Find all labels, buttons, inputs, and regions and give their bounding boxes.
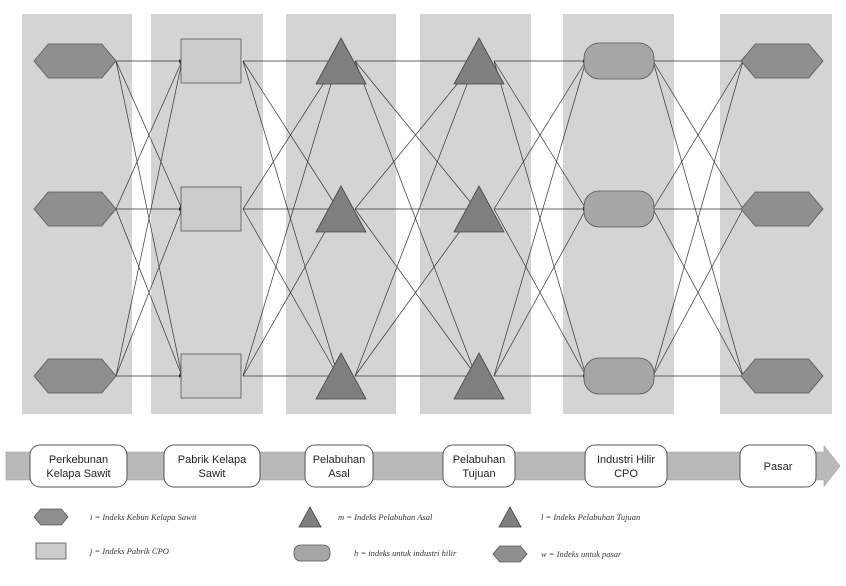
legend-text: m = Indeks Pelabuhan Asal — [338, 512, 433, 522]
mill-node-3 — [180, 353, 242, 399]
stage-box-frame — [584, 444, 668, 488]
stage-box-frame — [29, 444, 128, 488]
flow-arrow — [5, 445, 841, 487]
market-node-2 — [740, 191, 824, 227]
downstream-industry-node-1 — [583, 42, 655, 80]
legend-symbol-rounded — [293, 544, 331, 562]
origin-port-node-1 — [315, 37, 367, 85]
legend-symbol-triangle — [298, 506, 322, 528]
origin-port-node-3 — [315, 352, 367, 400]
stage-label-plantation: Kelapa Sawit — [46, 468, 110, 480]
legend-item-2: j = Indeks Pabrik CPO — [35, 542, 169, 560]
stage-box-frame — [163, 444, 261, 488]
downstream-industry-node-2 — [583, 190, 655, 228]
edge-downstream-industry-to-market — [652, 60, 744, 377]
legend-text: j = Indeks Pabrik CPO — [89, 546, 169, 556]
legend-item-3: m = Indeks Pelabuhan Asal — [298, 506, 433, 528]
destination-port-node-3 — [453, 352, 505, 400]
plantation-node-1 — [33, 43, 117, 79]
legend-symbol-hexagon — [33, 508, 69, 526]
downstream-industry-node-3 — [583, 357, 655, 395]
market-node-3 — [740, 358, 824, 394]
legend-text: h = indeks untuk industri hilir — [354, 548, 457, 558]
origin-port-node-2 — [315, 185, 367, 233]
mill-node-2 — [180, 186, 242, 232]
destination-port-node-2 — [453, 185, 505, 233]
legend-text: w = Indeks untuk pasar — [541, 549, 622, 559]
stage-label-mill: Sawit — [199, 468, 226, 480]
edge-mill-to-origin-port — [242, 60, 339, 210]
plantation-node-2 — [33, 191, 117, 227]
stage-box-frame — [304, 444, 374, 488]
legend-symbol-square — [35, 542, 67, 560]
legend-item-1: i = Indeks Kebun Kelapa Sawit — [33, 508, 197, 526]
mill-node-1 — [180, 38, 242, 84]
edge-mill-to-origin-port — [242, 60, 339, 377]
edge-origin-port-to-destination-port — [354, 208, 477, 377]
legend-symbol-triangle — [498, 506, 522, 528]
legend-item-5: l = Indeks Pelabuhan Tujuan — [498, 506, 640, 528]
stage-label-destination-port: Pelabuhan — [453, 454, 506, 466]
stage-label-downstream-industry: Industri Hilir — [597, 454, 655, 466]
edge-downstream-industry-to-market — [652, 208, 744, 377]
edge-plantation-to-mill — [115, 60, 183, 210]
stage-label-origin-port: Asal — [328, 468, 349, 480]
edge-origin-port-to-destination-port — [354, 60, 477, 210]
stage-box-frame — [442, 444, 516, 488]
stage-label-destination-port: Tujuan — [462, 468, 495, 480]
stage-box-frame — [739, 444, 817, 488]
legend-symbol-hexagon — [492, 545, 528, 563]
edge-plantation-to-mill — [115, 60, 184, 377]
stage-label-market: Pasar — [764, 461, 793, 473]
legend-item-4: h = indeks untuk industri hilir — [293, 544, 457, 562]
edge-origin-port-to-destination-port — [354, 60, 477, 377]
stage-label-mill: Pabrik Kelapa — [178, 454, 247, 466]
market-node-1 — [740, 43, 824, 79]
destination-port-node-1 — [453, 37, 505, 85]
stage-label-downstream-industry: CPO — [614, 468, 638, 480]
stage-label-origin-port: Pelabuhan — [313, 454, 366, 466]
legend-text: l = Indeks Pelabuhan Tujuan — [541, 512, 640, 522]
edge-destination-port-to-downstream-industry — [493, 60, 587, 377]
edge-destination-port-to-downstream-industry — [493, 208, 587, 377]
edge-destination-port-to-downstream-industry — [493, 60, 587, 210]
edge-downstream-industry-to-market — [652, 60, 744, 210]
plantation-node-3 — [33, 358, 117, 394]
stage-box-market: Pasar — [739, 444, 817, 488]
edge-mill-to-origin-port — [242, 208, 339, 377]
legend-item-6: w = Indeks untuk pasar — [492, 545, 622, 563]
edge-plantation-to-mill — [115, 208, 183, 377]
stage-label-plantation: Perkebunan — [49, 454, 108, 466]
legend-text: i = Indeks Kebun Kelapa Sawit — [90, 512, 197, 522]
